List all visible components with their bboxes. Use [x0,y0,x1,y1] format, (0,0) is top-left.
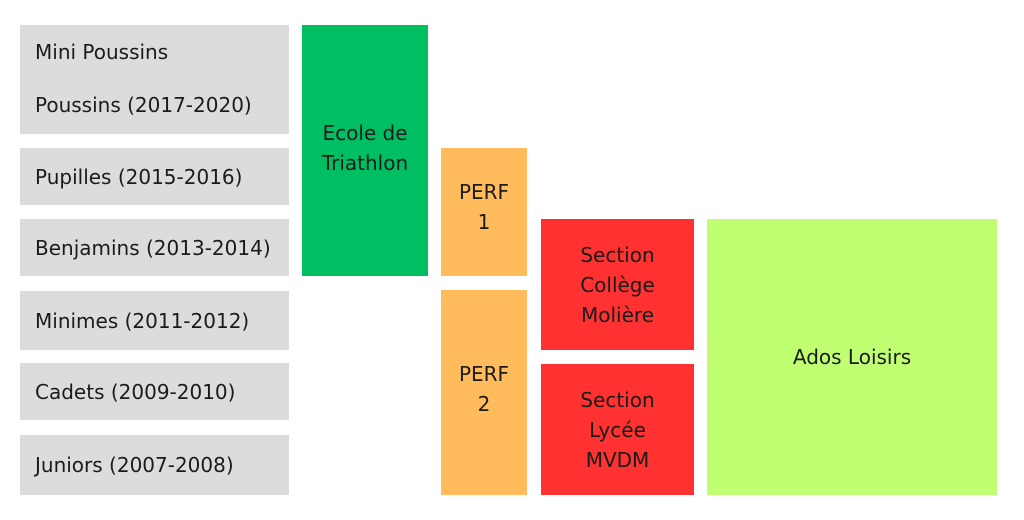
category-minimes: Minimes (2011-2012) [20,291,289,350]
category-mini-poussins-poussins: Mini Poussins Poussins (2017-2020) [20,25,289,134]
group-ados-loisirs: Ados Loisirs [707,219,997,495]
category-label-pupilles: Pupilles (2015-2016) [35,164,243,189]
category-label-benjamins: Benjamins (2013-2014) [35,235,271,260]
category-juniors: Juniors (2007-2008) [20,435,289,495]
group-label-line: Section [580,387,655,412]
category-label-minimes: Minimes (2011-2012) [35,308,250,333]
group-label-line: Ecole de [322,121,408,145]
group-section-college-moliere: Section Collège Molière [541,219,694,350]
category-label-mini-poussins: Mini Poussins [35,40,169,64]
group-ecole-de-triathlon: Ecole de Triathlon [302,25,428,276]
category-benjamins: Benjamins (2013-2014) [20,219,289,276]
group-label-line: MVDM [585,447,650,472]
group-perf-1: PERF 1 [441,148,527,276]
group-label-line: Triathlon [321,151,409,175]
category-pupilles: Pupilles (2015-2016) [20,148,289,205]
group-label-line: Ados Loisirs [792,345,912,369]
group-label-line: 1 [477,210,491,234]
group-label-line: Lycée [589,417,646,442]
group-section-lycee-mvdm: Section Lycée MVDM [541,364,694,495]
group-label-line: Section [580,242,655,267]
category-cadets: Cadets (2009-2010) [20,363,289,420]
category-label-juniors: Juniors (2007-2008) [35,453,234,477]
group-label-line: PERF [458,361,510,386]
category-label-poussins: Poussins (2017-2020) [35,93,252,117]
group-label-line: Molière [581,302,654,327]
group-label-line: 2 [477,391,491,416]
group-label-line: Collège [580,272,655,297]
group-perf-2: PERF 2 [441,290,527,495]
category-label-cadets: Cadets (2009-2010) [35,379,236,404]
group-label-line: PERF [458,180,510,204]
